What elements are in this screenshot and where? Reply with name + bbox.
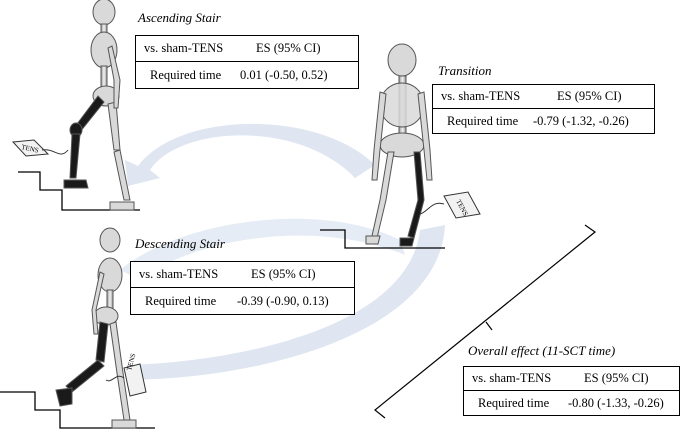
- comparison-label: vs. sham-TENS: [139, 267, 219, 281]
- asc-skull: [92, 0, 116, 26]
- comparison-label: vs. sham-TENS: [441, 89, 521, 103]
- asc-light-shin: [113, 149, 131, 201]
- table-header-row: vs. sham-TENS ES (95% CI): [464, 367, 679, 391]
- overall-bracket: [374, 224, 596, 419]
- cycle-arrow-body: [125, 123, 375, 186]
- table-value-row: Required time -0.80 (-1.33, -0.26): [464, 391, 679, 415]
- ascending-skeleton: [63, 0, 135, 211]
- asc-arm: [107, 45, 121, 109]
- cycle-arrow-inner: [120, 218, 405, 280]
- table-value-row: Required time -0.79 (-1.32, -0.26): [433, 109, 654, 133]
- tens-device-transition: TENS: [419, 191, 481, 219]
- desc-skull: [99, 227, 121, 253]
- es-value: -0.39 (-0.90, 0.13): [237, 293, 329, 308]
- ascending-stair-title: Ascending Stair: [138, 10, 221, 25]
- es-value: -0.80 (-1.33, -0.26): [568, 395, 664, 410]
- es-header-label: ES (95% CI): [256, 41, 321, 55]
- es-header-label: ES (95% CI): [557, 89, 622, 103]
- table-value-row: Required time -0.39 (-0.90, 0.13): [131, 288, 354, 314]
- asc-light-thigh: [107, 101, 121, 151]
- tens-device-ascending: TENS: [11, 139, 69, 157]
- desc-arm: [91, 271, 105, 335]
- desc-light-foot: [111, 419, 137, 429]
- transition-floor: [320, 229, 445, 249]
- overall-es-table: vs. sham-TENS ES (95% CI) Required time …: [463, 366, 680, 416]
- measure-label: Required time: [447, 113, 519, 128]
- ascending-es-table: vs. sham-TENS ES (95% CI) Required time …: [135, 35, 359, 89]
- tr-light-foot: [365, 235, 381, 245]
- tr-dark-foot: [399, 237, 415, 247]
- ascending-stair-steps: [18, 171, 140, 211]
- tr-left-arm: [371, 91, 387, 181]
- desc-dark-foot: [55, 387, 73, 407]
- asc-dark-foot: [63, 179, 89, 189]
- table-value-row: Required time 0.01 (-0.50, 0.52): [136, 62, 358, 88]
- descending-skeleton: [55, 227, 137, 429]
- table-header-row: vs. sham-TENS ES (95% CI): [136, 36, 358, 62]
- tens-device-descending: TENS: [105, 352, 147, 397]
- desc-dark-shin: [65, 359, 105, 393]
- descending-stair-title: Descending Stair: [135, 236, 225, 251]
- tr-dark-leg: [407, 151, 425, 239]
- es-header-label: ES (95% CI): [251, 267, 316, 281]
- comparison-label: vs. sham-TENS: [144, 41, 224, 55]
- asc-spine: [100, 65, 108, 89]
- tr-skull: [387, 43, 417, 77]
- transition-skeleton: [365, 43, 433, 247]
- transition-title: Transition: [438, 63, 492, 78]
- comparison-label: vs. sham-TENS: [472, 371, 552, 385]
- tens-label-ascending: TENS: [21, 143, 40, 154]
- desc-dark-thigh: [95, 321, 109, 363]
- overall-effect-title: Overall effect (11-SCT time): [468, 343, 616, 358]
- measure-label: Required time: [145, 293, 217, 308]
- descending-es-table: vs. sham-TENS ES (95% CI) Required time …: [130, 261, 355, 315]
- measure-label: Required time: [478, 395, 550, 410]
- stairs: [0, 171, 445, 429]
- asc-light-foot: [109, 201, 135, 211]
- overall-bracket-tick: [485, 321, 493, 331]
- asc-dark-shin: [69, 133, 81, 179]
- cycle-arrow: [120, 123, 445, 380]
- descending-stair-steps: [0, 391, 155, 429]
- measure-label: Required time: [150, 67, 222, 82]
- tr-right-arm: [417, 91, 433, 181]
- es-value: 0.01 (-0.50, 0.52): [240, 67, 328, 82]
- transition-es-table: vs. sham-TENS ES (95% CI) Required time …: [432, 84, 655, 134]
- tr-ribcage: [379, 82, 425, 128]
- es-header-label: ES (95% CI): [584, 371, 649, 385]
- es-value: -0.79 (-1.32, -0.26): [533, 113, 629, 128]
- table-header-row: vs. sham-TENS ES (95% CI): [131, 262, 354, 288]
- table-header-row: vs. sham-TENS ES (95% CI): [433, 85, 654, 109]
- cycle-arrow-lower: [130, 225, 445, 380]
